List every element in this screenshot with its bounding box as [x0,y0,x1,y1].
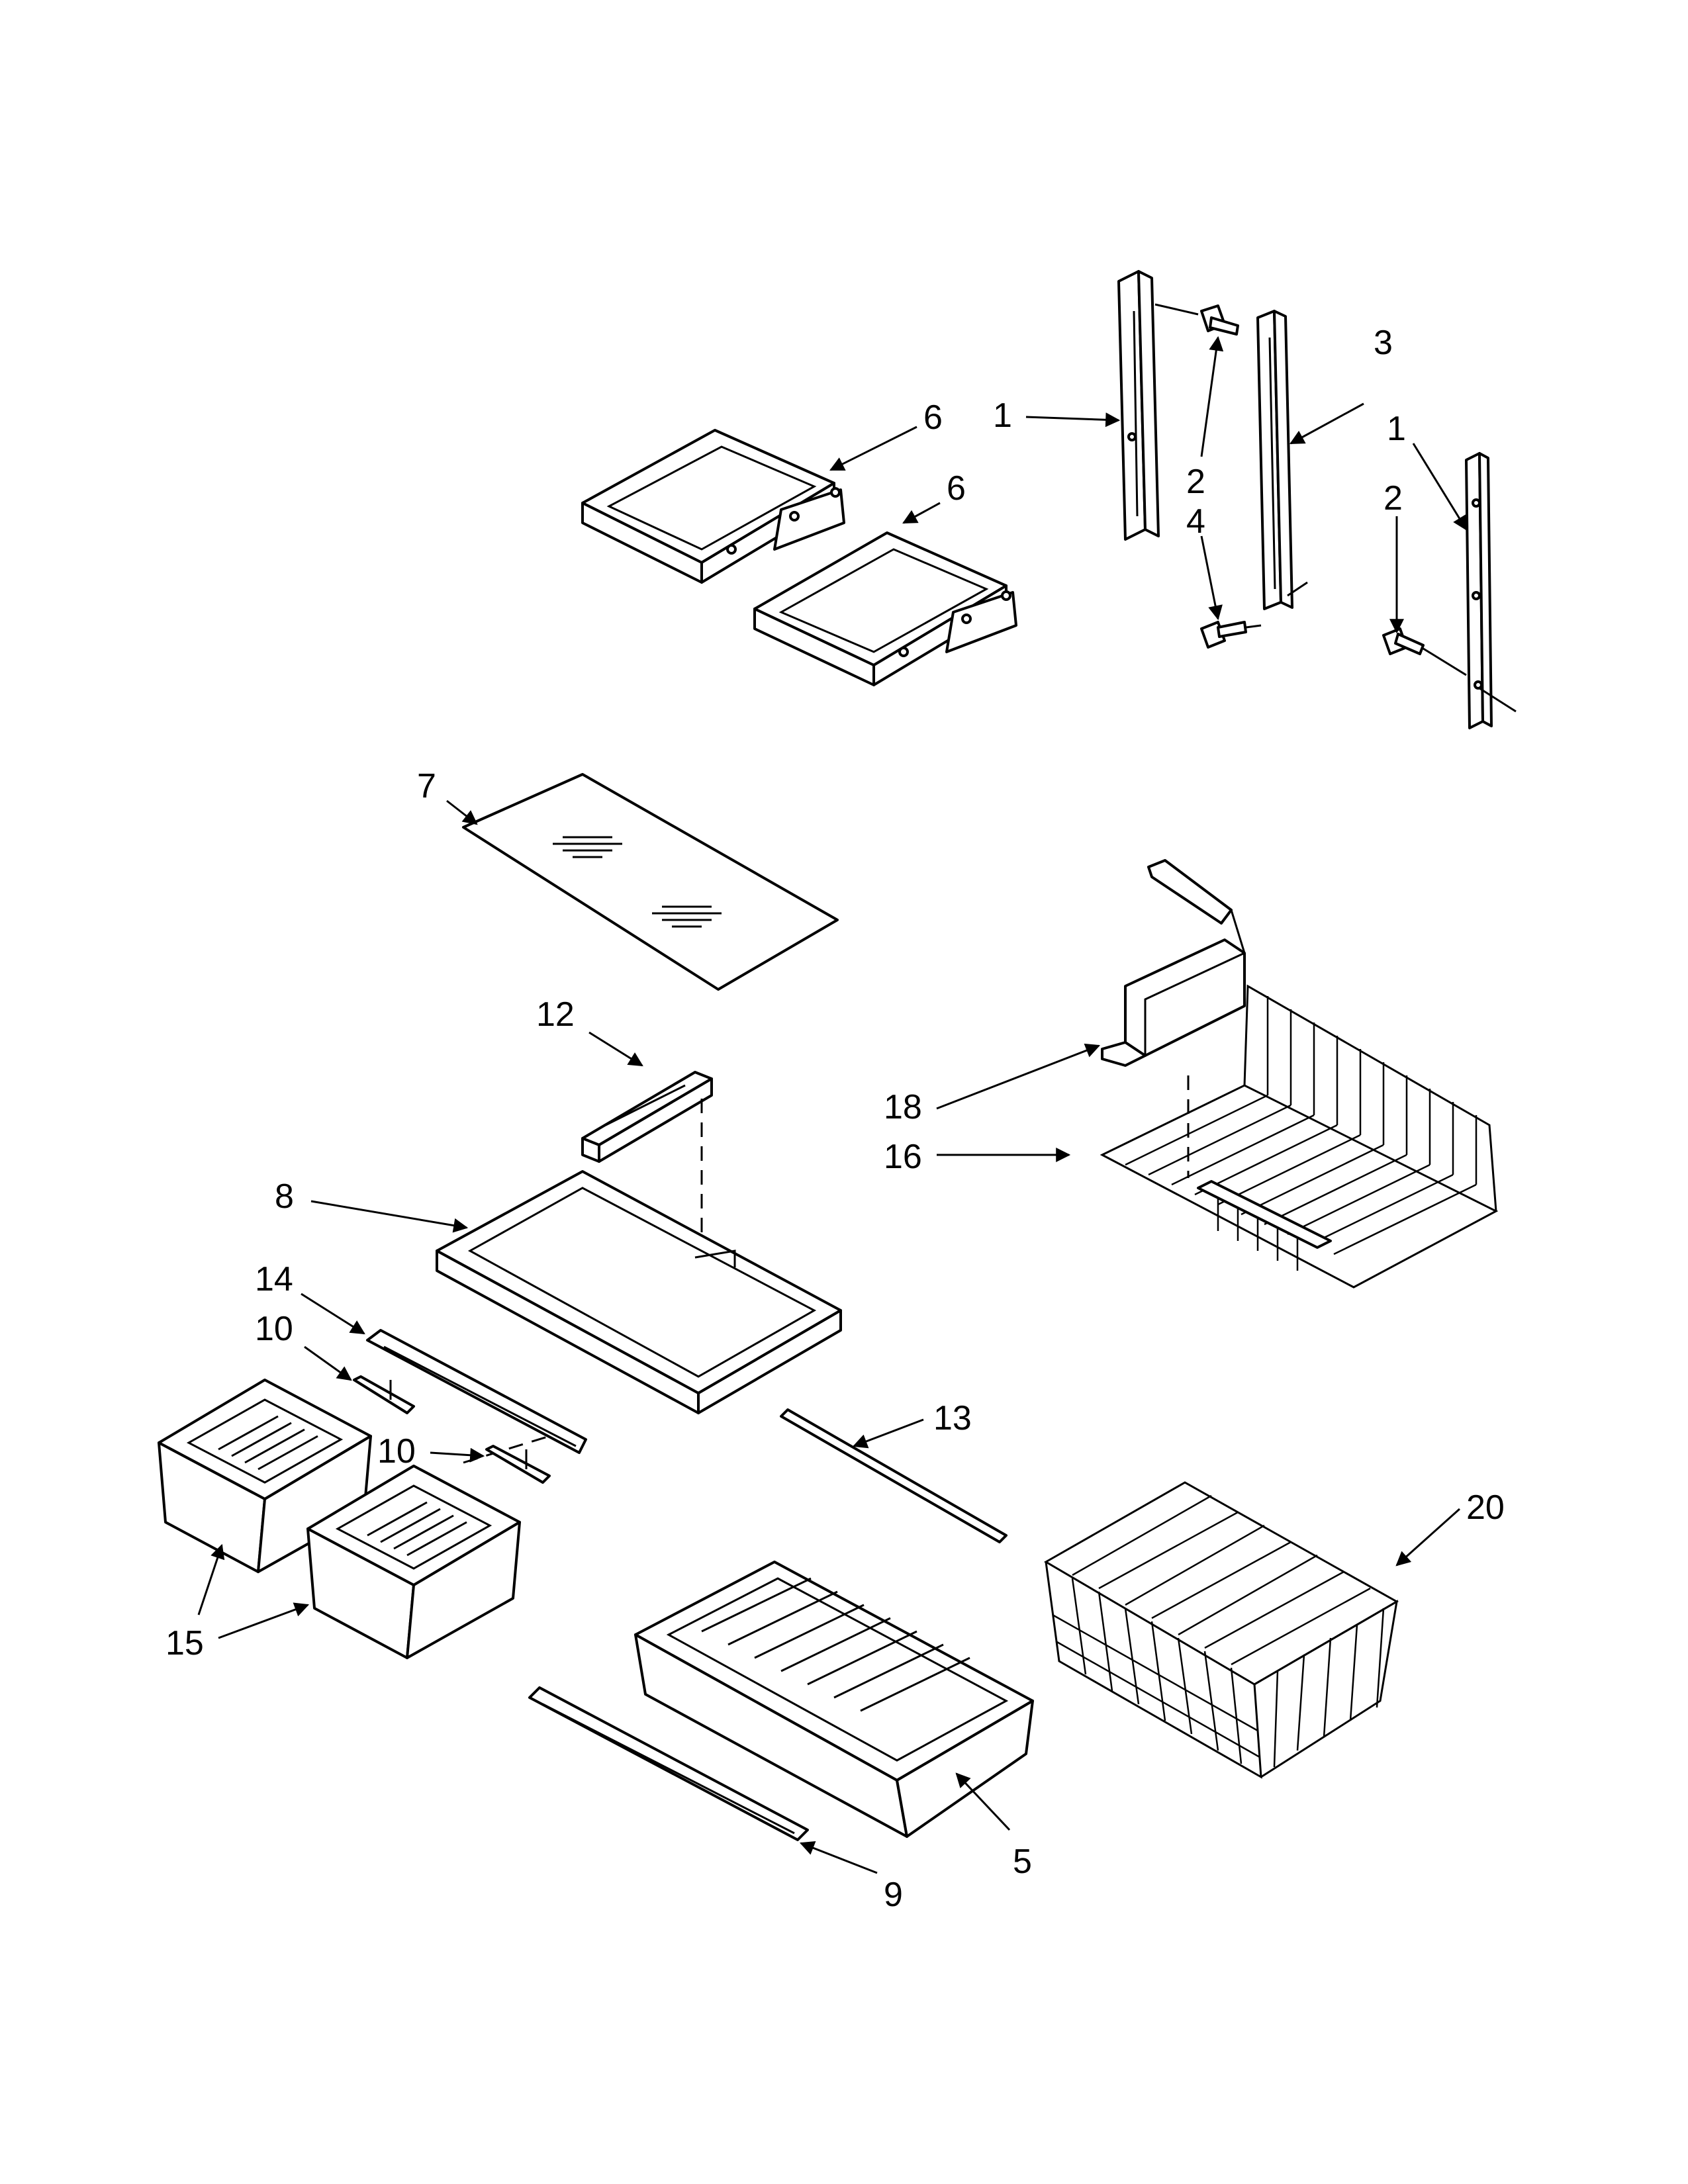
leader-12 [588,1031,643,1067]
callout-20: 20 [1466,1488,1505,1527]
wire-basket-part-20 [1044,1481,1399,1779]
callout-4: 4 [1186,502,1205,541]
callout-13: 13 [933,1399,972,1437]
callout-labels: 6 6 1 2 4 3 1 2 7 12 18 16 8 14 10 10 13… [165,324,1505,1914]
slide-part-12 [581,1071,713,1163]
rod-part-13 [780,1408,1008,1543]
leader-4 [1200,535,1223,621]
leader-1a [1025,412,1121,428]
leader-lines [197,336,1468,1874]
leader-5 [955,1772,1011,1831]
leader-14 [301,1293,365,1335]
frame-part-8 [436,1170,842,1414]
rail-part-1-left [1117,270,1160,541]
callout-15: 15 [165,1624,204,1662]
trim-part-14 [366,1329,587,1454]
shelf-part-6-upper [581,429,845,584]
bin-part-15-upper [158,1379,372,1573]
callout-5: 5 [1013,1843,1032,1881]
drawer-part-5 [634,1561,1034,1838]
leader-10b [430,1447,485,1463]
leader-1b [1412,443,1468,531]
callout-14: 14 [255,1260,293,1298]
assembly-dash-14-8 [463,1435,550,1464]
shelf-part-6-lower [753,531,1017,686]
leader-6b [902,502,941,524]
rail-part-3 [1256,310,1308,610]
screw-part-2-right [1382,627,1467,676]
callout-7: 7 [417,767,436,805]
leader-15b [218,1602,310,1639]
leader-15a [197,1543,225,1615]
clip-part-10-upper [353,1375,415,1414]
leader-20 [1395,1508,1461,1567]
callout-2a: 2 [1186,463,1205,501]
screw-part-4 [1200,621,1262,649]
leader-18 [936,1043,1101,1110]
leader-13 [852,1418,924,1449]
callout-8: 8 [275,1177,294,1216]
wire-shelf-part-16 [1100,984,1499,1289]
leader-10a [304,1345,352,1381]
leader-7 [446,799,478,825]
callout-10a: 10 [255,1310,293,1348]
bracket-part-18 [1101,859,1246,1067]
callout-18: 18 [884,1088,922,1126]
leader-2a [1200,336,1224,457]
leader-8 [310,1200,469,1233]
bin-part-15-lower [306,1465,521,1659]
callout-16: 16 [884,1138,922,1176]
callout-6a: 6 [923,398,943,437]
callout-2b: 2 [1383,479,1403,518]
callout-3: 3 [1374,324,1393,362]
clip-part-10-lower [485,1445,551,1484]
leader-3 [1289,402,1364,445]
glass-shelf-part-7 [462,773,839,991]
screw-part-2-upper [1154,303,1239,336]
callout-1a: 1 [993,396,1012,435]
callout-10b: 10 [377,1432,416,1471]
trim-part-9 [528,1686,809,1841]
callout-12: 12 [536,995,575,1034]
leader-9 [799,1841,878,1874]
callout-1b: 1 [1387,410,1406,448]
rail-part-1-right [1465,452,1517,729]
leader-6a [829,426,917,471]
callout-9: 9 [884,1876,903,1914]
callout-6b: 6 [947,469,966,508]
